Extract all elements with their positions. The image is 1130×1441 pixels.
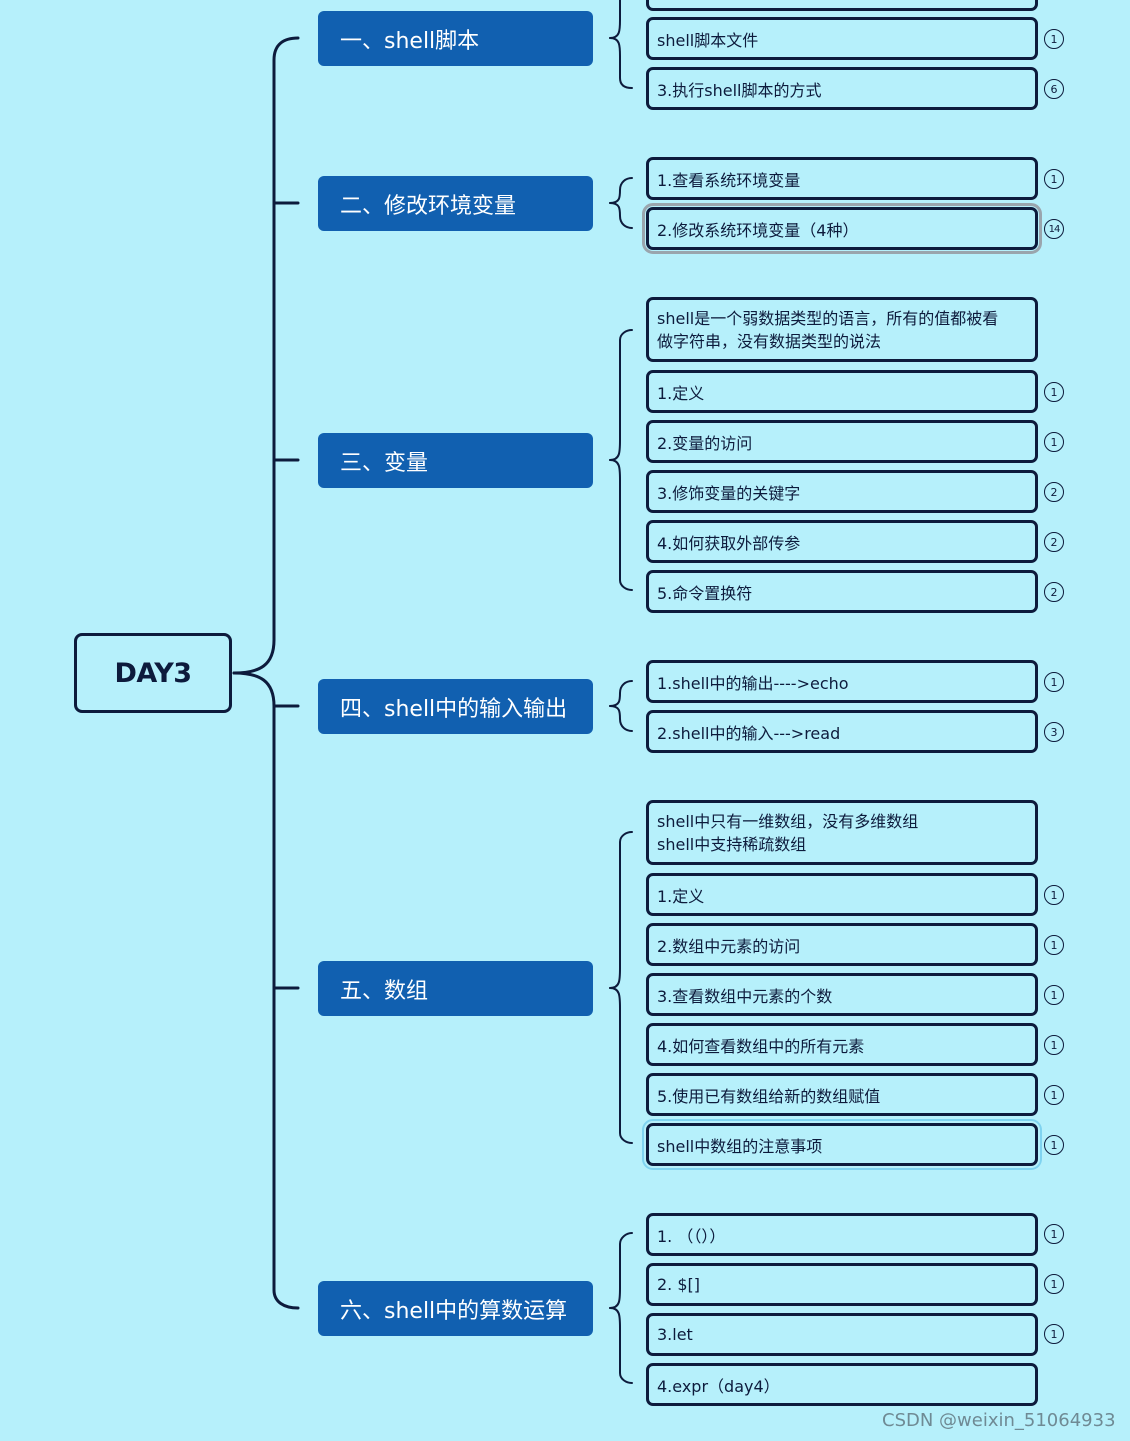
leaf-node[interactable]: 4.expr（day4） [646,1363,1038,1406]
leaf-label: 4.如何获取外部传参 [657,533,801,553]
leaf-label: 4.如何查看数组中的所有元素 [657,1036,865,1056]
leaf-label: 3.修饰变量的关键字 [657,483,801,503]
root-node[interactable]: DAY3 [74,633,232,713]
collapse-count-badge[interactable]: 6 [1044,79,1064,99]
collapse-count-badge[interactable]: 2 [1044,582,1064,602]
leaf-label: 2.数组中元素的访问 [657,936,801,956]
leaf-label-line2: 做字符串，没有数据类型的说法 [657,331,882,351]
collapse-count-badge[interactable]: 1 [1044,1135,1064,1155]
collapse-count-badge[interactable]: 1 [1044,29,1064,49]
leaf-node[interactable]: 2.变量的访问 [646,420,1038,463]
leaf-label: 3.let [657,1325,693,1344]
leaf-node[interactable]: shell是一个弱数据类型的语言，所有的值都被看做字符串，没有数据类型的说法 [646,297,1038,362]
leaf-node[interactable]: 1. （（）） [646,1213,1038,1256]
leaf-node[interactable]: shell脚本文件 [646,17,1038,60]
topic-label: 一、shell脚本 [340,28,480,54]
leaf-label: 2.shell中的输入--->read [657,723,841,743]
leaf-label: shell是一个弱数据类型的语言，所有的值都被看做字符串，没有数据类型的说法 [657,307,998,353]
leaf-node[interactable]: 1.shell中的输出---->echo [646,660,1038,703]
leaf-node-hovered[interactable]: shell中数组的注意事项 [642,1119,1042,1170]
leaf-label-line1: shell中只有一维数组，没有多维数组 [657,811,919,831]
collapse-count-badge[interactable]: 1 [1044,432,1064,452]
leaf-node[interactable]: 2. $[] [646,1263,1038,1306]
topic-label: 三、变量 [340,450,429,476]
collapse-count-badge[interactable]: 1 [1044,1035,1064,1055]
collapse-count-badge[interactable]: 1 [1044,169,1064,189]
leaf-node[interactable]: 1.定义 [646,370,1038,413]
leaf-label: 1.定义 [657,383,705,403]
leaf-label-line2: shell中支持稀疏数组 [657,834,807,854]
leaf-node[interactable]: 5.命令置换符 [646,570,1038,613]
leaf-node[interactable]: 4.如何查看数组中的所有元素 [646,1023,1038,1066]
collapse-count-badge[interactable]: 1 [1044,1085,1064,1105]
leaf-label: shell中只有一维数组，没有多维数组 shell中支持稀疏数组 [657,810,918,856]
leaf-node[interactable]: 2.shell中的输入--->read [646,710,1038,753]
leaf-label: 3.查看数组中元素的个数 [657,986,833,1006]
topic-label: 四、shell中的输入输出 [340,696,568,722]
leaf-node[interactable] [646,0,1038,11]
collapse-count-badge[interactable]: 1 [1044,1324,1064,1344]
collapse-count-badge[interactable]: 1 [1044,885,1064,905]
root-label: DAY3 [114,657,192,689]
leaf-node[interactable]: 5.使用已有数组给新的数组赋值 [646,1073,1038,1116]
topic-node-5[interactable]: 五、数组 [318,961,593,1016]
leaf-node[interactable]: 3.执行shell脚本的方式 [646,67,1038,110]
topic-node-4[interactable]: 四、shell中的输入输出 [318,679,593,734]
leaf-node[interactable]: 2.数组中元素的访问 [646,923,1038,966]
leaf-label: 2.修改系统环境变量（4种） [657,220,859,240]
collapse-count-badge[interactable]: 1 [1044,985,1064,1005]
leaf-node[interactable]: shell中只有一维数组，没有多维数组 shell中支持稀疏数组 [646,800,1038,865]
topic-label: 五、数组 [340,978,429,1004]
leaf-label: 4.expr（day4） [657,1376,780,1396]
collapse-count-badge[interactable]: 1 [1044,935,1064,955]
topic-node-6[interactable]: 六、shell中的算数运算 [318,1281,593,1336]
topic-label: 二、修改环境变量 [340,193,517,219]
leaf-label: 2. $[] [657,1275,701,1294]
leaf-label: 1.shell中的输出---->echo [657,673,849,693]
leaf-node[interactable]: 4.如何获取外部传参 [646,520,1038,563]
collapse-count-badge[interactable]: 2 [1044,532,1064,552]
topic-node-3[interactable]: 三、变量 [318,433,593,488]
collapse-count-badge[interactable]: 1 [1044,672,1064,692]
leaf-label: shell中数组的注意事项 [657,1136,823,1156]
collapse-count-badge[interactable]: 3 [1044,722,1064,742]
watermark: CSDN @weixin_51064933 [882,1410,1116,1431]
leaf-label: 3.执行shell脚本的方式 [657,80,822,100]
leaf-label: 1.查看系统环境变量 [657,170,801,190]
leaf-node[interactable]: 3.let [646,1313,1038,1356]
collapse-count-badge[interactable]: 1 [1044,382,1064,402]
leaf-node[interactable]: 1.查看系统环境变量 [646,157,1038,200]
leaf-label: 1. （（）） [657,1226,726,1246]
leaf-label: 5.使用已有数组给新的数组赋值 [657,1086,881,1106]
topic-node-2[interactable]: 二、修改环境变量 [318,176,593,231]
leaf-label: 2.变量的访问 [657,433,753,453]
collapse-count-badge[interactable]: 2 [1044,482,1064,502]
leaf-node[interactable]: 3.修饰变量的关键字 [646,470,1038,513]
leaf-label: shell脚本文件 [657,30,759,50]
collapse-count-badge[interactable]: 1 [1044,1224,1064,1244]
topic-label: 六、shell中的算数运算 [340,1298,568,1324]
leaf-node-selected[interactable]: 2.修改系统环境变量（4种） [642,203,1042,254]
leaf-node[interactable]: 1.定义 [646,873,1038,916]
leaf-label: 1.定义 [657,886,705,906]
leaf-label: 5.命令置换符 [657,583,753,603]
leaf-label-line1: shell是一个弱数据类型的语言，所有的值都被看 [657,308,999,328]
topic-node-1[interactable]: 一、shell脚本 [318,11,593,66]
collapse-count-badge[interactable]: 1 [1044,1274,1064,1294]
leaf-node[interactable]: 3.查看数组中元素的个数 [646,973,1038,1016]
collapse-count-badge[interactable]: 14 [1044,219,1064,239]
